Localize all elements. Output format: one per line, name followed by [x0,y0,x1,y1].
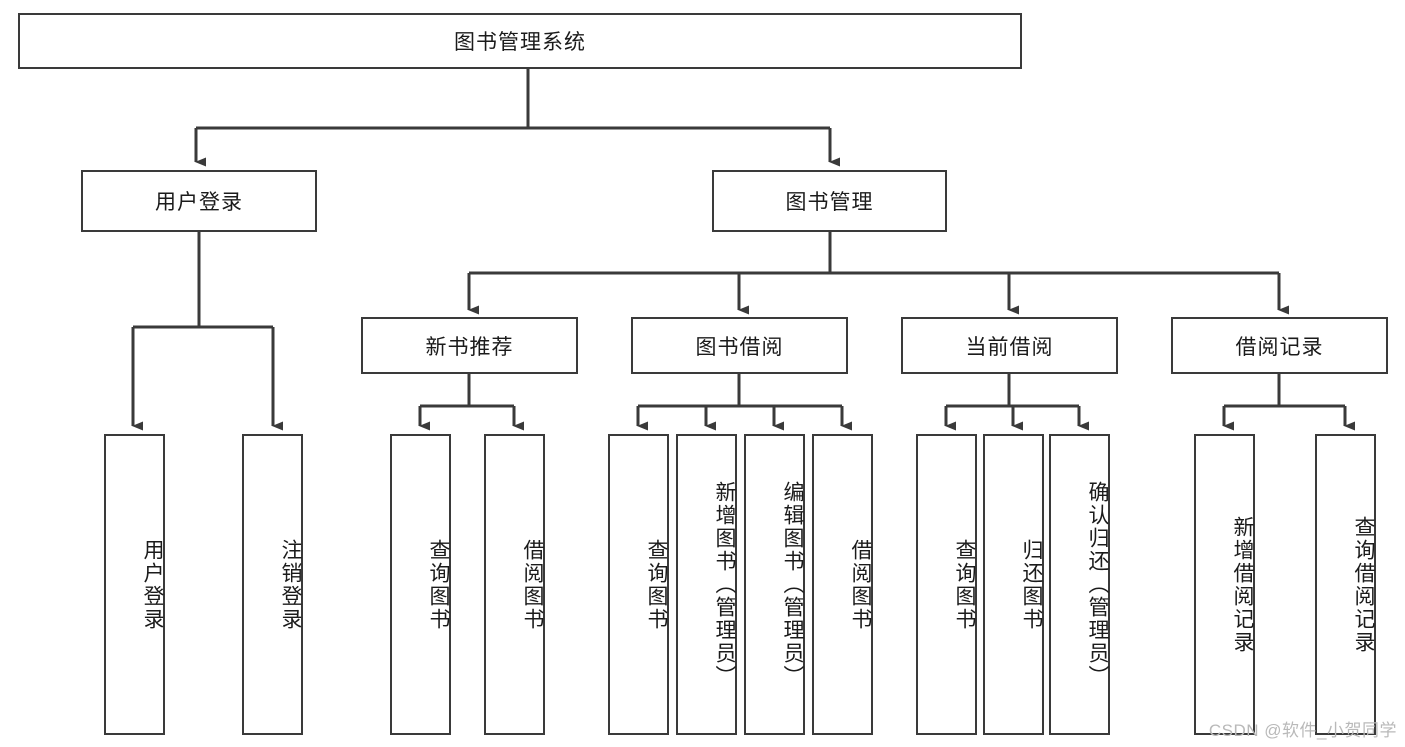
leaf-return-book-label: 归还图书 [1020,538,1043,631]
node-book-manage[interactable]: 图书管理 [712,170,947,232]
leaf-edit-book[interactable]: 编辑图书（管理员） [744,434,805,735]
node-new-book-rec[interactable]: 新书推荐 [361,317,578,374]
watermark-text: CSDN @软件_小贺同学 [1208,721,1397,740]
leaf-query-book-3-label: 查询图书 [953,538,976,631]
leaf-borrow-book-1-label: 借阅图书 [521,538,544,631]
leaf-query-book-1[interactable]: 查询图书 [390,434,451,735]
leaf-add-record-label: 新增借阅记录 [1231,515,1254,654]
leaf-query-book-2-label: 查询图书 [645,538,668,631]
leaf-user-login[interactable]: 用户登录 [104,434,165,735]
node-book-borrow[interactable]: 图书借阅 [631,317,848,374]
leaf-add-book[interactable]: 新增图书（管理员） [676,434,737,735]
node-book-borrow-label: 图书借阅 [695,335,784,359]
node-new-book-rec-label: 新书推荐 [425,335,514,359]
node-user-login-label: 用户登录 [155,191,243,214]
leaf-query-book-3[interactable]: 查询图书 [916,434,977,735]
leaf-query-record[interactable]: 查询借阅记录 [1315,434,1376,735]
node-root[interactable]: 图书管理系统 [18,13,1022,69]
leaf-user-login-label: 用户登录 [141,538,164,631]
node-current-borrow[interactable]: 当前借阅 [901,317,1118,374]
node-borrow-record-label: 借阅记录 [1235,335,1324,359]
leaf-query-book-2[interactable]: 查询图书 [608,434,669,735]
leaf-logout-label: 注销登录 [279,538,302,631]
leaf-add-record[interactable]: 新增借阅记录 [1194,434,1255,735]
leaf-confirm-return[interactable]: 确认归还（管理员） [1049,434,1110,735]
node-root-label: 图书管理系统 [454,31,586,54]
leaf-borrow-book-1[interactable]: 借阅图书 [484,434,545,735]
node-user-login[interactable]: 用户登录 [81,170,317,232]
leaf-query-record-label: 查询借阅记录 [1352,515,1375,654]
leaf-borrow-book-2[interactable]: 借阅图书 [812,434,873,735]
leaf-edit-book-label: 编辑图书（管理员） [781,481,804,688]
node-current-borrow-label: 当前借阅 [965,335,1054,359]
leaf-add-book-label: 新增图书（管理员） [713,481,736,688]
leaf-logout[interactable]: 注销登录 [242,434,303,735]
leaf-borrow-book-2-label: 借阅图书 [849,538,872,631]
leaf-query-book-1-label: 查询图书 [427,538,450,631]
node-borrow-record[interactable]: 借阅记录 [1171,317,1388,374]
leaf-confirm-return-label: 确认归还（管理员） [1086,481,1109,688]
leaf-return-book[interactable]: 归还图书 [983,434,1044,735]
node-book-manage-label: 图书管理 [785,191,874,214]
